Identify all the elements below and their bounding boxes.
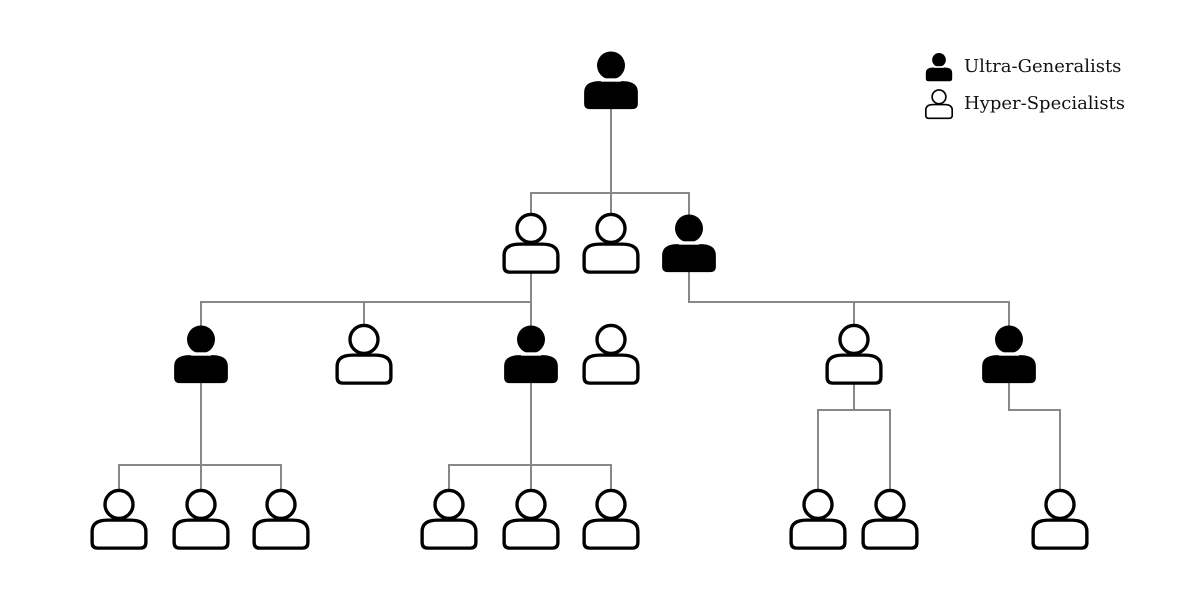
legend-item-generalists: Ultra-Generalists [925, 52, 1121, 82]
specialist-person-icon [582, 488, 640, 550]
generalist-person-icon [982, 325, 1036, 384]
connector-line-root-l1c [610, 107, 690, 216]
generalist-person-icon [504, 325, 558, 384]
specialist-person-icon [502, 212, 560, 274]
connector-line-l2a-l3c [200, 381, 282, 492]
connector-line-l2c-l3f [530, 381, 612, 492]
connector-line-root-l1a [530, 107, 612, 216]
specialist-person-icon [582, 323, 640, 385]
connector-line-l2e-l3g [817, 381, 855, 492]
specialist-person-icon [789, 488, 847, 550]
specialist-person-icon [172, 488, 230, 550]
connector-line-l2e-l3h [853, 381, 891, 492]
connector-line-l2c-l3d [448, 381, 532, 492]
specialist-person-icon [1031, 488, 1089, 550]
connector-lines [118, 107, 1061, 492]
specialist-person-icon [861, 488, 919, 550]
legend-item-specialists: Hyper-Specialists [924, 89, 1125, 120]
specialist-person-icon [335, 323, 393, 385]
connector-line-l2f-l3i [1008, 381, 1061, 492]
connector-line-l2a-l3a [118, 381, 202, 492]
generalist-person-icon [584, 51, 638, 110]
connector-line-l1c-l2f [688, 270, 1010, 327]
connector-line-l1a-l2b [363, 270, 532, 327]
specialist-person-icon [502, 488, 560, 550]
legend-label-specialists: Hyper-Specialists [964, 93, 1125, 114]
person-nodes [90, 51, 1089, 550]
generalist-person-icon [662, 214, 716, 273]
generalist-person-icon [174, 325, 228, 384]
specialist-person-icon [90, 488, 148, 550]
connector-line-l1c-l2e [688, 270, 855, 327]
generalist-person-icon [925, 52, 953, 82]
connector-line-l1a-l2a [200, 270, 532, 327]
specialist-person-icon [825, 323, 883, 385]
specialist-person-icon [420, 488, 478, 550]
legend-label-generalists: Ultra-Generalists [964, 56, 1121, 77]
specialist-person-icon [924, 89, 954, 120]
legend: Ultra-Generalists Hyper-Specialists [924, 52, 1125, 120]
specialist-person-icon [252, 488, 310, 550]
specialist-person-icon [582, 212, 640, 274]
